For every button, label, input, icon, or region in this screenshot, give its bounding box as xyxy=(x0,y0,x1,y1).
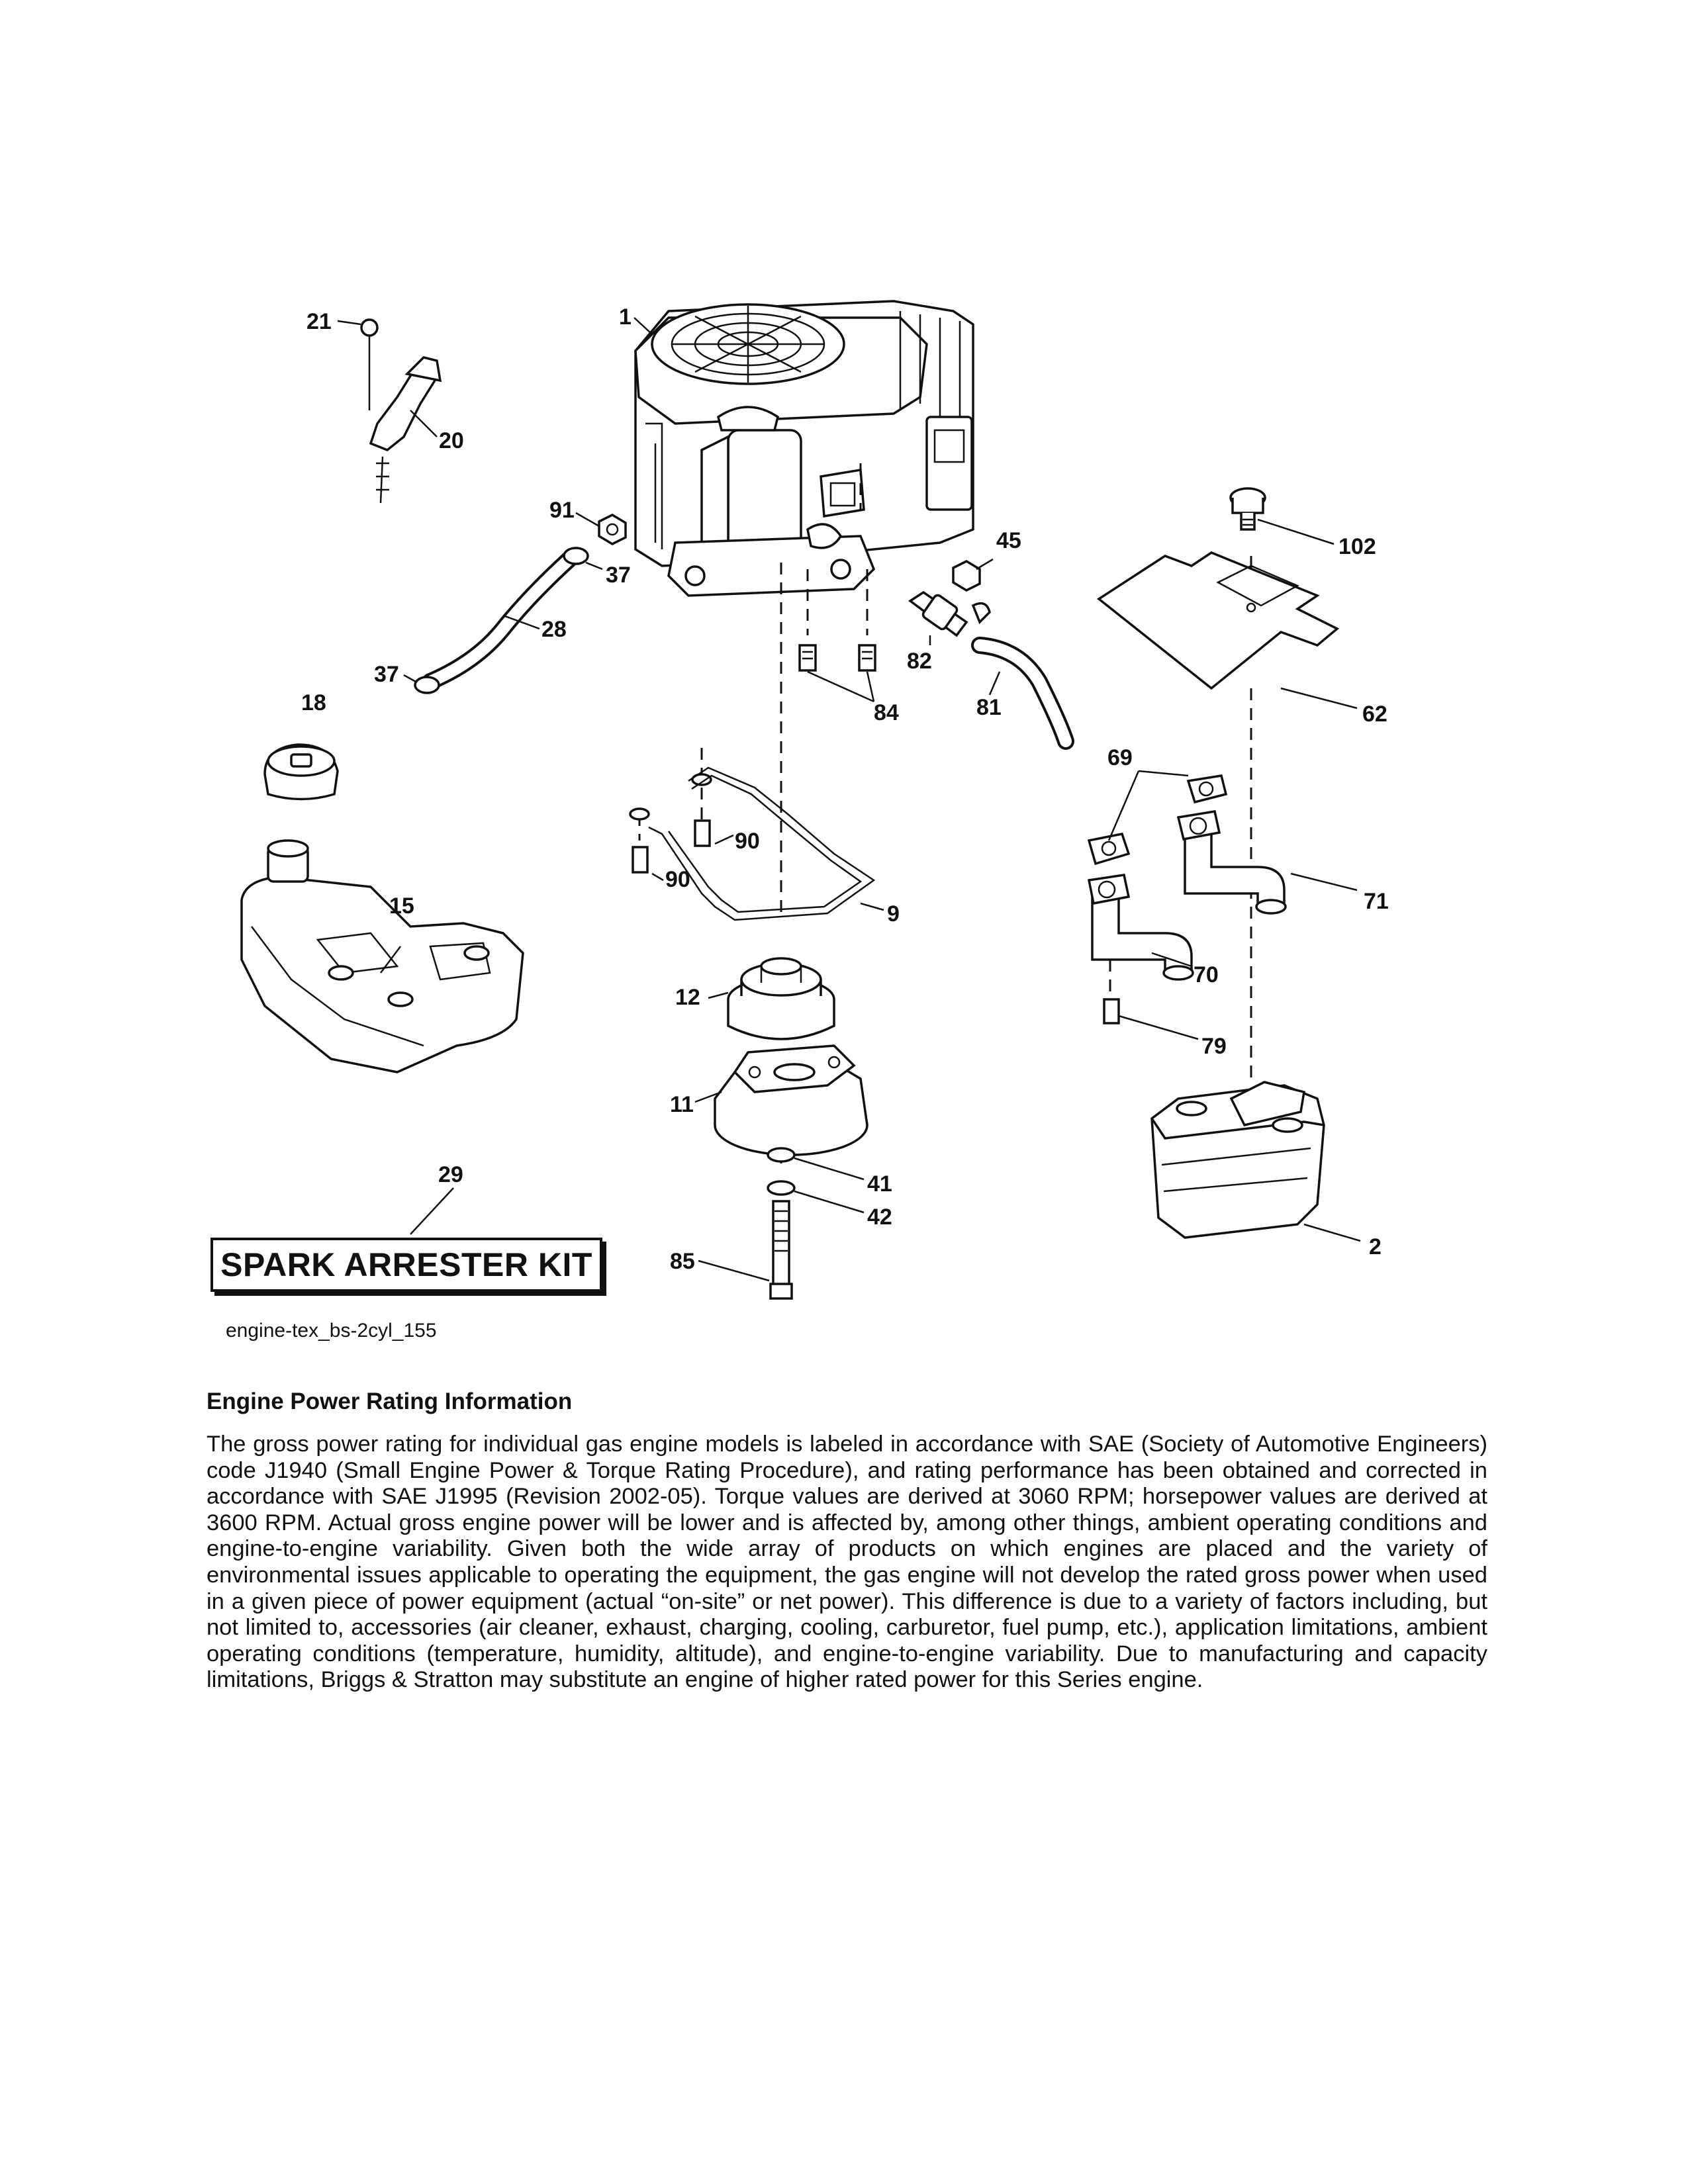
washer-part-42 xyxy=(767,1180,796,1196)
bolt-part-85 xyxy=(769,1200,793,1300)
part-label-42: 42 xyxy=(867,1205,892,1230)
bolt-part-84 xyxy=(798,644,876,672)
exploded-parts-diagram: 1 21 20 91 37 28 37 18 15 45 102 82 84 8… xyxy=(240,300,1389,1300)
throttle-bracket-part-20 xyxy=(360,318,442,504)
info-title: Engine Power Rating Information xyxy=(207,1388,573,1414)
engine-part-1 xyxy=(634,300,974,597)
part-label-79: 79 xyxy=(1201,1034,1227,1059)
exhaust-pipe-part-70 xyxy=(1087,874,1194,981)
nut-part-45 xyxy=(952,560,981,592)
part-label-15: 15 xyxy=(389,893,414,919)
nut-part-91 xyxy=(598,514,627,545)
part-label-85: 85 xyxy=(670,1249,695,1274)
part-label-29: 29 xyxy=(438,1162,463,1187)
diagram-id: engine-tex_bs-2cyl_155 xyxy=(226,1320,437,1342)
part-label-91: 91 xyxy=(549,498,575,523)
part-label-1: 1 xyxy=(619,304,632,330)
part-label-62: 62 xyxy=(1362,702,1387,727)
part-label-102: 102 xyxy=(1338,534,1376,559)
part-label-11: 11 xyxy=(670,1092,694,1117)
screw-part-79 xyxy=(1103,998,1120,1024)
fuel-hose-part-81 xyxy=(971,637,1074,750)
knob-part-102 xyxy=(1229,487,1266,531)
part-label-2: 2 xyxy=(1369,1234,1382,1259)
part-label-90-bottom: 90 xyxy=(665,867,690,892)
fuel-tank-part-15 xyxy=(240,839,524,1073)
part-label-28: 28 xyxy=(541,617,567,642)
part-label-84: 84 xyxy=(874,700,899,725)
part-label-37-top: 37 xyxy=(606,563,631,588)
clutch-part-11 xyxy=(714,1044,868,1156)
part-label-70: 70 xyxy=(1194,962,1219,987)
part-label-69: 69 xyxy=(1107,745,1133,770)
part-labels: 1 21 20 91 37 28 37 18 15 45 102 82 84 8… xyxy=(301,304,1389,1274)
washer-part-41 xyxy=(767,1147,796,1163)
screw-part-90 xyxy=(629,773,712,874)
part-label-71: 71 xyxy=(1364,889,1389,914)
exhaust-pipe-part-71 xyxy=(1176,810,1287,915)
fuel-hose-part-28 xyxy=(414,547,589,694)
part-label-21: 21 xyxy=(306,309,332,334)
part-label-37-bottom: 37 xyxy=(374,662,399,687)
leader-lines xyxy=(337,317,1361,1282)
part-label-9: 9 xyxy=(887,901,900,927)
part-label-81: 81 xyxy=(976,695,1002,720)
fuel-filter-part-82 xyxy=(908,590,991,637)
part-label-45: 45 xyxy=(996,528,1021,553)
part-label-90-top: 90 xyxy=(735,829,760,854)
info-body: The gross power rating for individual ga… xyxy=(207,1432,1487,1693)
part-label-41: 41 xyxy=(867,1171,892,1197)
part-label-82: 82 xyxy=(907,649,932,674)
fuel-cap-part-18 xyxy=(263,743,339,801)
spark-arrester-kit-label: SPARK ARRESTER KIT xyxy=(220,1246,592,1283)
heat-shield-part-62 xyxy=(1097,551,1340,690)
part-label-18: 18 xyxy=(301,690,326,715)
part-label-12: 12 xyxy=(675,985,700,1010)
muffler-part-2 xyxy=(1150,1081,1325,1239)
gasket-frame-part-9 xyxy=(648,766,876,921)
part-label-20: 20 xyxy=(439,428,464,453)
pulley-part-12 xyxy=(727,957,835,1040)
spark-arrester-kit-box: SPARK ARRESTER KIT xyxy=(211,1238,602,1292)
gasket-part-69 xyxy=(1087,774,1228,866)
